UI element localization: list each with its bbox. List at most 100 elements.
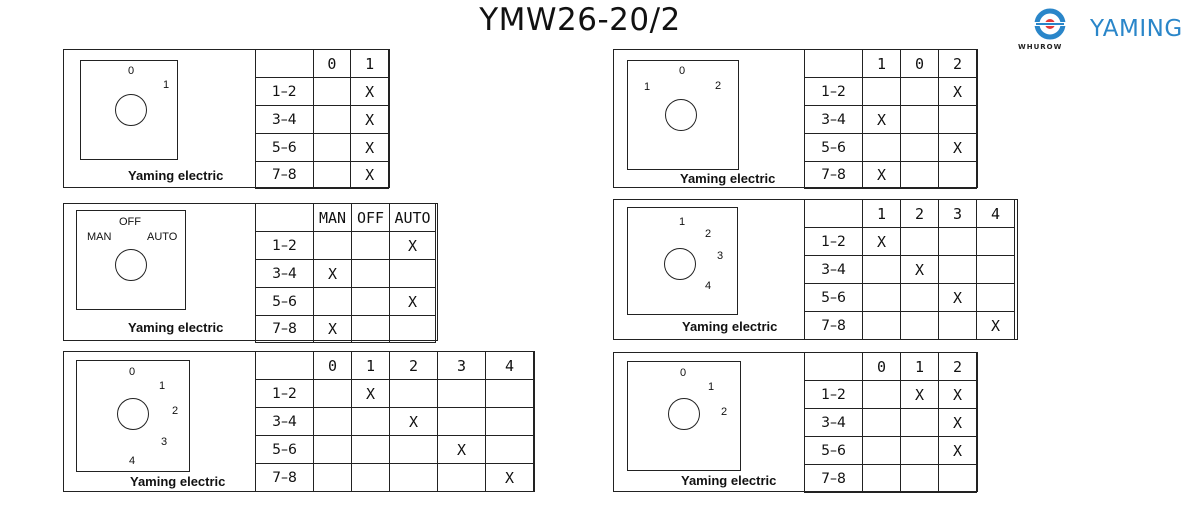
contact-cell — [900, 105, 939, 134]
contact-cell — [900, 464, 939, 493]
terminal-label: 5–6 — [255, 435, 314, 464]
contact-cell: X — [900, 255, 939, 284]
rotary-knob — [115, 94, 147, 126]
contact-cell — [862, 77, 901, 106]
dial-area: OFF MAN AUTO Yaming electric — [64, 204, 256, 340]
terminal-label: 3–4 — [804, 408, 863, 437]
rotary-knob — [668, 398, 700, 430]
brand-label: Yaming electric — [128, 320, 224, 335]
position-label: 2 — [172, 405, 179, 417]
contact-cell — [938, 227, 977, 256]
position-label: OFF — [119, 216, 141, 228]
contact-cell: X — [313, 315, 352, 343]
rotary-knob — [664, 248, 696, 280]
contact-cell — [351, 435, 390, 464]
dial-frame: 0 1 2 — [627, 361, 741, 471]
contact-cell — [313, 407, 352, 436]
contact-cell — [351, 315, 390, 343]
contact-cell — [485, 435, 534, 464]
column-header: 0 — [313, 351, 352, 380]
contact-cell: X — [389, 407, 438, 436]
dial-frame: OFF MAN AUTO — [76, 210, 186, 310]
column-header: 2 — [389, 351, 438, 380]
dial-area: 0 1 Yaming electric — [64, 50, 256, 187]
column-header: MAN — [313, 203, 352, 232]
dial-frame: 0 1 2 3 4 — [76, 360, 190, 472]
dial-frame: 0 1 — [80, 60, 178, 160]
contact-cell — [437, 407, 486, 436]
yaming-logo: WHUROW YAMING — [1018, 6, 1198, 54]
contact-cell — [351, 407, 390, 436]
terminal-label: 7–8 — [255, 463, 314, 492]
contact-cell — [313, 287, 352, 316]
position-label: 3 — [161, 436, 168, 448]
logo-subtext: WHUROW — [1018, 43, 1063, 51]
contact-cell — [976, 227, 1015, 256]
dial-area: 0 1 2 Yaming electric — [614, 353, 805, 491]
position-label: 0 — [680, 367, 687, 379]
position-label: 0 — [679, 65, 686, 77]
column-header: 4 — [485, 351, 534, 380]
contact-cell — [312, 77, 352, 106]
rotary-knob — [115, 249, 147, 281]
terminal-label: 1–2 — [255, 77, 314, 106]
terminal-label: 7–8 — [255, 315, 314, 343]
contact-cell: X — [389, 287, 436, 316]
column-header: 2 — [938, 49, 977, 78]
contact-cell: X — [938, 133, 977, 162]
column-header: 2 — [900, 199, 939, 228]
contact-cell: X — [350, 105, 389, 134]
position-label: 4 — [705, 280, 712, 292]
contact-cell — [976, 283, 1015, 312]
contact-cell — [938, 161, 977, 189]
contact-cell — [900, 133, 939, 162]
contact-cell — [351, 463, 390, 492]
position-label: 1 — [644, 81, 651, 93]
contact-cell — [389, 315, 436, 343]
contact-cell: X — [938, 77, 977, 106]
position-label: 1 — [159, 380, 166, 392]
logo-brand-text: YAMING — [1090, 16, 1183, 42]
position-label: 2 — [721, 406, 728, 418]
column-header: OFF — [351, 203, 390, 232]
contact-cell — [938, 255, 977, 284]
position-label: 0 — [129, 366, 136, 378]
position-label: 3 — [717, 250, 724, 262]
contact-cell — [862, 464, 901, 493]
contact-cell — [313, 379, 352, 408]
terminal-label: 7–8 — [804, 464, 863, 493]
column-header: 1 — [350, 49, 389, 78]
contact-cell — [862, 255, 901, 284]
contact-cell: X — [976, 311, 1015, 340]
contact-cell: X — [938, 380, 977, 409]
contact-cell: X — [862, 227, 901, 256]
contact-cell — [389, 259, 436, 288]
column-header: 1 — [862, 199, 901, 228]
contact-cell — [351, 231, 390, 260]
position-label: 1 — [679, 216, 686, 228]
contact-cell — [862, 311, 901, 340]
contact-cell: X — [900, 380, 939, 409]
terminal-label: 1–2 — [804, 77, 863, 106]
contact-cell — [938, 464, 977, 493]
contact-cell — [862, 283, 901, 312]
terminal-label: 7–8 — [255, 161, 314, 189]
dial-frame: 0 1 2 — [627, 60, 739, 170]
column-header: 0 — [900, 49, 939, 78]
contact-cell — [389, 435, 438, 464]
position-label: 2 — [715, 80, 722, 92]
contact-cell — [312, 161, 352, 189]
position-label: 1 — [163, 79, 170, 91]
position-label: 1 — [708, 381, 715, 393]
contact-cell — [313, 463, 352, 492]
contact-cell — [437, 379, 486, 408]
contact-cell: X — [389, 231, 436, 260]
